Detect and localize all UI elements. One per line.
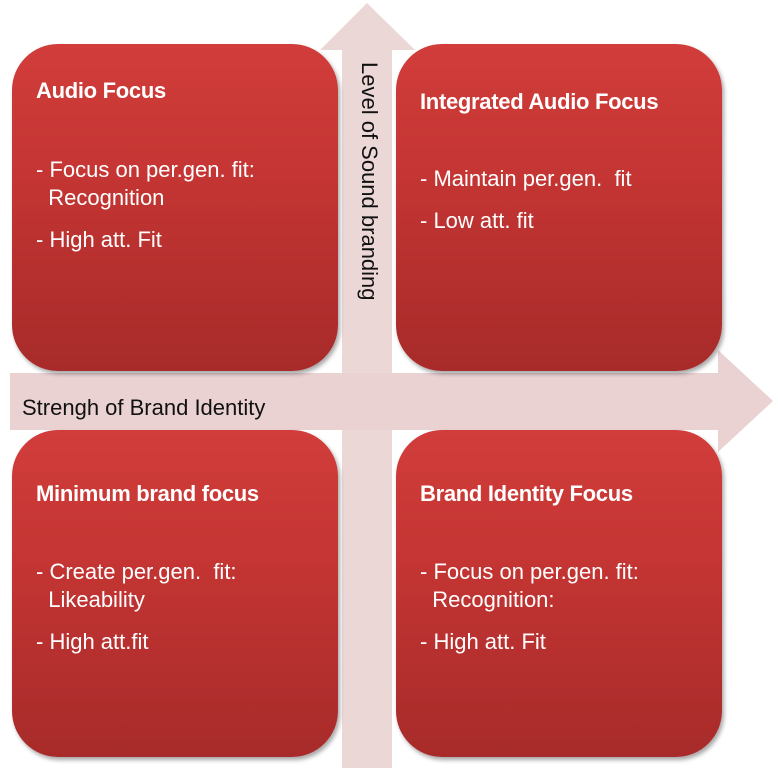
quadrant-integrated-audio-focus: Integrated Audio Focus - Maintain per.ge… <box>396 44 722 371</box>
quadrant-title: Minimum brand focus <box>36 481 259 506</box>
quadrant-item: - Maintain per.gen. fit <box>420 166 632 191</box>
x-axis-label: Strengh of Brand Identity <box>22 395 266 420</box>
quadrant-item: - Create per.gen. fit: Likeability <box>36 559 237 612</box>
quadrant-item: - Focus on per.gen. fit: Recognition <box>36 157 255 210</box>
quadrant-items: - Maintain per.gen. fit - Low att. fit <box>420 165 712 249</box>
quadrant-item: - Low att. fit <box>420 208 534 233</box>
quadrant-brand-identity-focus: Brand Identity Focus - Focus on per.gen.… <box>396 430 722 757</box>
quadrant-item: - High att. Fit <box>36 227 162 252</box>
quadrant-item: - Focus on per.gen. fit: Recognition: <box>420 559 639 612</box>
quadrant-minimum-brand-focus: Minimum brand focus - Create per.gen. fi… <box>12 430 338 757</box>
horizontal-arrow <box>10 350 773 452</box>
quadrant-title: Integrated Audio Focus <box>420 89 659 114</box>
quadrant-item: - High att.fit <box>36 629 149 654</box>
y-axis-label: Level of Sound branding <box>357 62 382 301</box>
quadrant-audio-focus: Audio Focus - Focus on per.gen. fit: Rec… <box>12 44 338 371</box>
quadrant-items: - Create per.gen. fit: Likeability - Hig… <box>36 558 328 670</box>
quadrant-items: - Focus on per.gen. fit: Recognition - H… <box>36 156 328 268</box>
quadrant-title: Brand Identity Focus <box>420 481 633 506</box>
quadrant-items: - Focus on per.gen. fit: Recognition: - … <box>420 558 712 670</box>
quadrant-title: Audio Focus <box>36 78 166 103</box>
quadrant-item: - High att. Fit <box>420 629 546 654</box>
